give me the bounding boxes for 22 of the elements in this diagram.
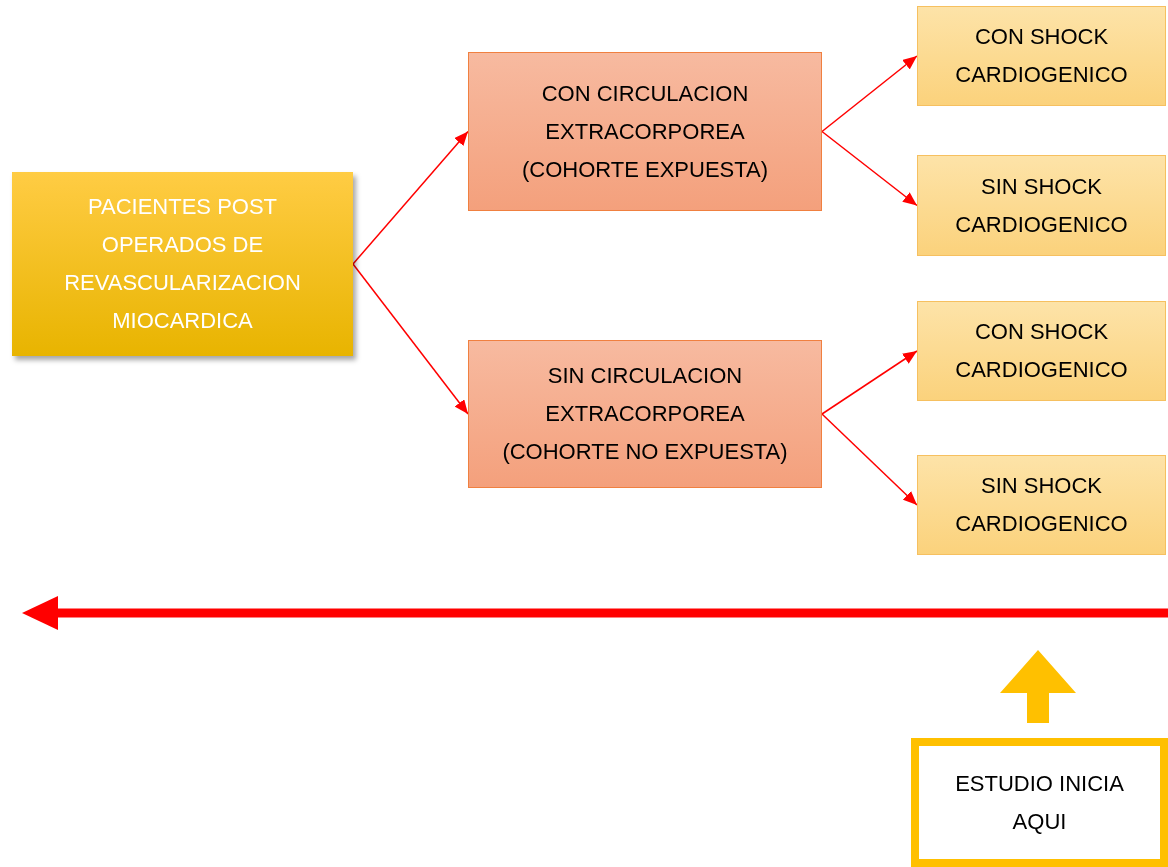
cohort-box (468, 52, 822, 211)
arrow (821, 350, 918, 415)
arrow (821, 55, 918, 133)
arrow (821, 413, 918, 506)
box-text: SIN CIRCULACION EXTRACORPOREA (COHORTE NO EXPUESTA) (501, 362, 789, 466)
box-text: SIN SHOCK CARDIOGENICO (954, 472, 1129, 538)
start-note-box (911, 738, 1168, 867)
arrow (352, 263, 469, 415)
box-text: ESTUDIO INICIA AQUI (954, 769, 1125, 836)
cohort-box (468, 340, 822, 488)
box-text: CON CIRCULACION EXTRACORPOREA (COHORTE EXPUESTA) (520, 79, 770, 184)
arrow (352, 130, 469, 265)
arrow (821, 130, 918, 207)
box-text: SIN SHOCK CARDIOGENICO (954, 172, 1129, 239)
outcome-box (917, 301, 1166, 401)
outcome-box (917, 6, 1166, 106)
box-text: PACIENTES POST OPERADOS DE REVASCULARIZACION MIOCARDICA (63, 193, 302, 335)
box-text: CON SHOCK CARDIOGENICO (954, 318, 1129, 384)
start-box (12, 172, 353, 356)
outcome-box (917, 155, 1166, 256)
outcome-box (917, 455, 1166, 555)
box-text: CON SHOCK CARDIOGENICO (954, 23, 1129, 89)
